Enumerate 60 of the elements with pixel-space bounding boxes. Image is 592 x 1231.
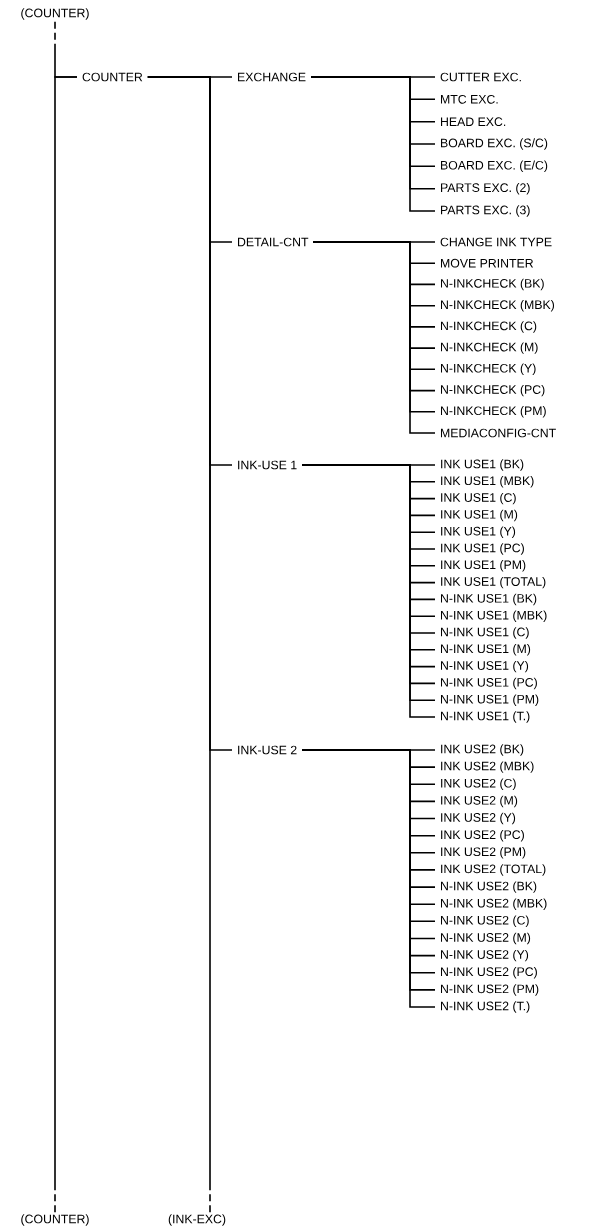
menu-label: INK USE1 (M) [441,509,518,522]
menu-label: DETAIL-CNT [238,237,309,247]
menu-label: INK USE2 (TOTAL) [441,864,546,876]
menu-label: N-INKCHECK (Y) [441,363,536,376]
menu-label: INK USE1 (BK) [441,459,524,471]
menu-label: MEDIACONFIG-CNT [441,428,556,438]
menu-label: INK USE1 (TOTAL) [441,576,546,589]
menu-label: N-INK USE2 (T.) [441,1001,530,1013]
menu-label: N-INKCHECK (PC) [441,384,545,397]
menu-label: N-INKCHECK (C) [441,321,537,333]
menu-label: N-INK USE2 (PM) [441,984,539,996]
menu-label: INK USE1 (MBK) [441,476,534,488]
menu-label: EXCHANGE [238,72,306,82]
menu-label: CUTTER EXC. [440,72,521,82]
menu-label: N-INK USE1 (C) [441,627,529,639]
menu-label: INK USE2 (BK) [441,744,524,756]
menu-label: BOARD EXC. (S/C) [441,138,548,150]
menu-label: BOARD EXC. (E/C) [441,160,548,173]
tree-connector [54,76,78,1214]
menu-label: N-INK USE2 (C) [441,915,529,928]
menu-label: N-INK USE2 (M) [441,932,531,945]
menu-label: N-INK USE2 (PC) [441,967,537,979]
menu-label: N-INK USE2 (MBK) [441,898,547,910]
menu-label: INK USE1 (PM) [441,560,526,572]
tree-connector [147,76,211,1214]
tree-connector [310,76,436,212]
menu-label: INK USE2 (Y) [441,812,516,825]
menu-label: MTC EXC. [441,94,498,104]
menu-label: HEAD EXC. [441,117,506,127]
menu-label: PARTS EXC. (2) [441,183,530,195]
menu-label: MOVE PRINTER [441,258,534,268]
menu-label: N-INK USE1 (BK) [441,593,537,606]
menu-label: INK USE2 (PM) [441,847,526,859]
menu-label: N-INKCHECK (M) [441,342,538,354]
menu-label: INK USE2 (MBK) [441,761,534,773]
menu-label: N-INK USE1 (MBK) [441,610,547,622]
menu-label: N-INKCHECK (BK) [441,278,544,291]
menu-label: N-INK USE2 (BK) [441,881,537,893]
menu-label: N-INK USE2 (Y) [441,949,529,962]
menu-label: INK USE2 (C) [441,778,516,791]
menu-label: INK-USE 1 [238,460,297,470]
menu-label: INK USE1 (C) [441,492,516,505]
continuation-label: (INK-EXC) [168,1214,226,1226]
menu-label: INK USE1 (PC) [441,543,524,555]
continuation-label: (COUNTER) [21,8,89,20]
menu-label: N-INK USE1 (PM) [441,694,539,706]
menu-label: CHANGE INK TYPE [440,237,552,247]
menu-label: N-INKCHECK (MBK) [441,300,554,312]
menu-label: N-INK USE1 (Y) [441,660,529,673]
menu-label: COUNTER [82,72,143,82]
continuation-label: (COUNTER) [21,1214,89,1226]
menu-label: N-INK USE1 (PC) [441,677,537,690]
menu-label: N-INKCHECK (PM) [441,406,546,418]
menu-label: N-INK USE1 (M) [441,644,531,656]
menu-label: INK USE1 (Y) [441,526,516,538]
menu-label: PARTS EXC. (3) [441,205,530,217]
menu-label: INK-USE 2 [238,745,297,755]
menu-label: N-INK USE1 (T.) [441,711,530,723]
menu-label: INK USE2 (PC) [441,830,524,842]
menu-label: INK USE2 (M) [441,795,518,808]
